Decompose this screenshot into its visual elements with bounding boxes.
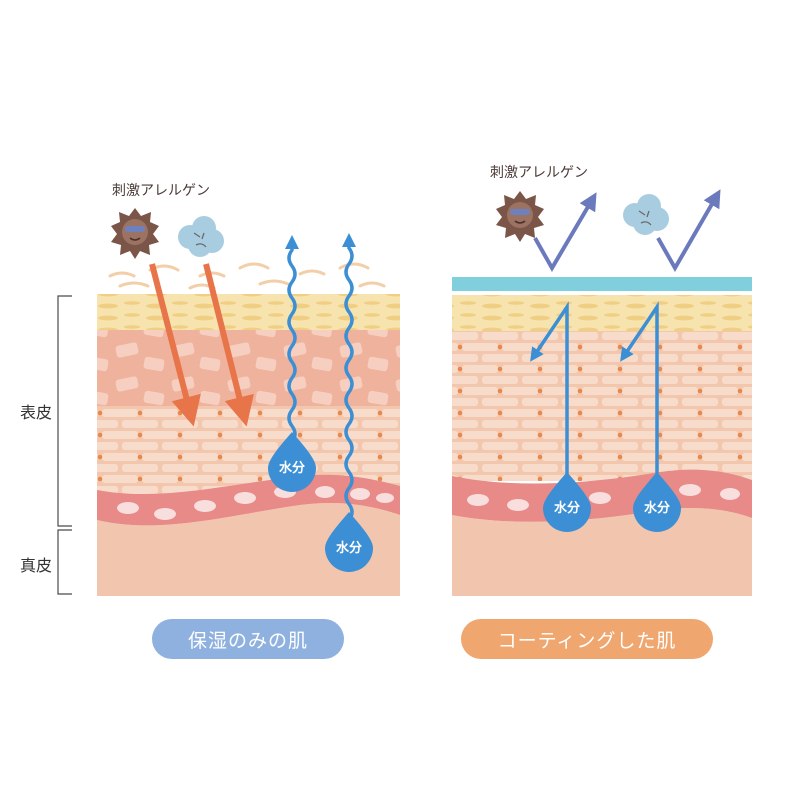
virus-allergen-icon: [111, 208, 159, 259]
water-label: 水分: [554, 500, 580, 516]
water-drop-icon: 水分: [543, 472, 591, 532]
stratum-corneum-layer: [452, 295, 752, 331]
caption-moisture-only: 保湿のみの肌: [152, 619, 344, 659]
basal-cells: [117, 486, 394, 520]
virus-allergen-icon: [496, 191, 544, 242]
layer-bracket: [57, 295, 72, 595]
water-retained-arrow: [620, 301, 659, 488]
coating-layer: [452, 277, 752, 291]
right-allergen-label: 刺激アレルゲン: [490, 165, 588, 181]
water-escape-arrow: [342, 233, 356, 522]
water-drop-icon: 水分: [268, 432, 316, 492]
water-retained-arrow: [530, 301, 569, 488]
spinous-layer: [97, 330, 400, 406]
water-escape-arrow: [285, 235, 299, 444]
pollen-allergen-icon: [178, 216, 224, 257]
right-skin-cross-section: [452, 277, 752, 596]
basal-cells: [467, 484, 740, 511]
water-label: 水分: [336, 540, 362, 556]
water-label: 水分: [644, 500, 670, 516]
water-drop-icon: 水分: [633, 472, 681, 532]
dermis-label: 真皮: [20, 556, 53, 575]
pollen-allergen-icon: [623, 194, 669, 235]
water-label: 水分: [279, 460, 305, 476]
epidermis-label: 表皮: [20, 403, 53, 422]
left-allergen-label: 刺激アレルゲン: [112, 183, 210, 199]
caption-coated-skin: コーティングした肌: [461, 619, 713, 659]
dermis-layer: [97, 503, 400, 596]
dermis-layer: [452, 508, 752, 596]
allergen-deflect-arrow: [656, 189, 721, 273]
stratum-corneum-layer: [97, 294, 400, 330]
water-drop-icon: 水分: [325, 512, 373, 572]
allergen-penetration-arrow: [203, 263, 254, 427]
allergen-deflect-arrow: [533, 192, 597, 272]
allergen-penetration-arrow: [149, 263, 201, 427]
granular-layer: [452, 331, 752, 481]
